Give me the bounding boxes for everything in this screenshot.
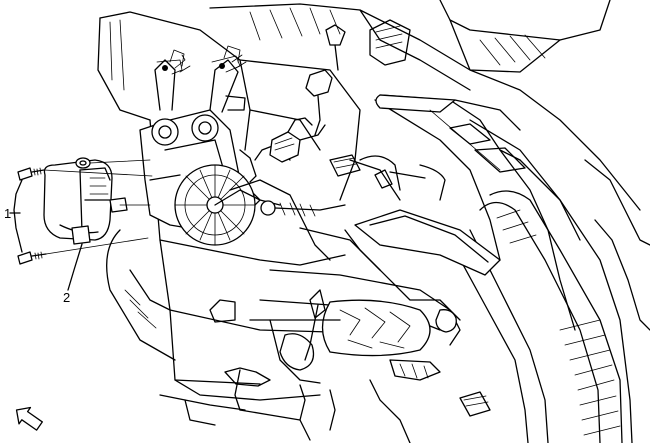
screw-top-head [17, 167, 33, 181]
hvac-housing [97, 0, 641, 443]
leader-lines [9, 159, 153, 291]
outline-arrow-icon [15, 406, 43, 431]
screw-bottom-head [17, 251, 33, 265]
mode-actuator [43, 157, 128, 245]
mounting-screws [17, 167, 47, 265]
callout-1: 1 [4, 206, 11, 221]
actuator-bracket [139, 45, 346, 261]
air-outlet-duct [299, 159, 501, 321]
duct-tubes [454, 159, 650, 443]
callout-2: 2 [63, 290, 70, 305]
lower-housing [106, 119, 461, 443]
electrical-connector [269, 24, 401, 191]
